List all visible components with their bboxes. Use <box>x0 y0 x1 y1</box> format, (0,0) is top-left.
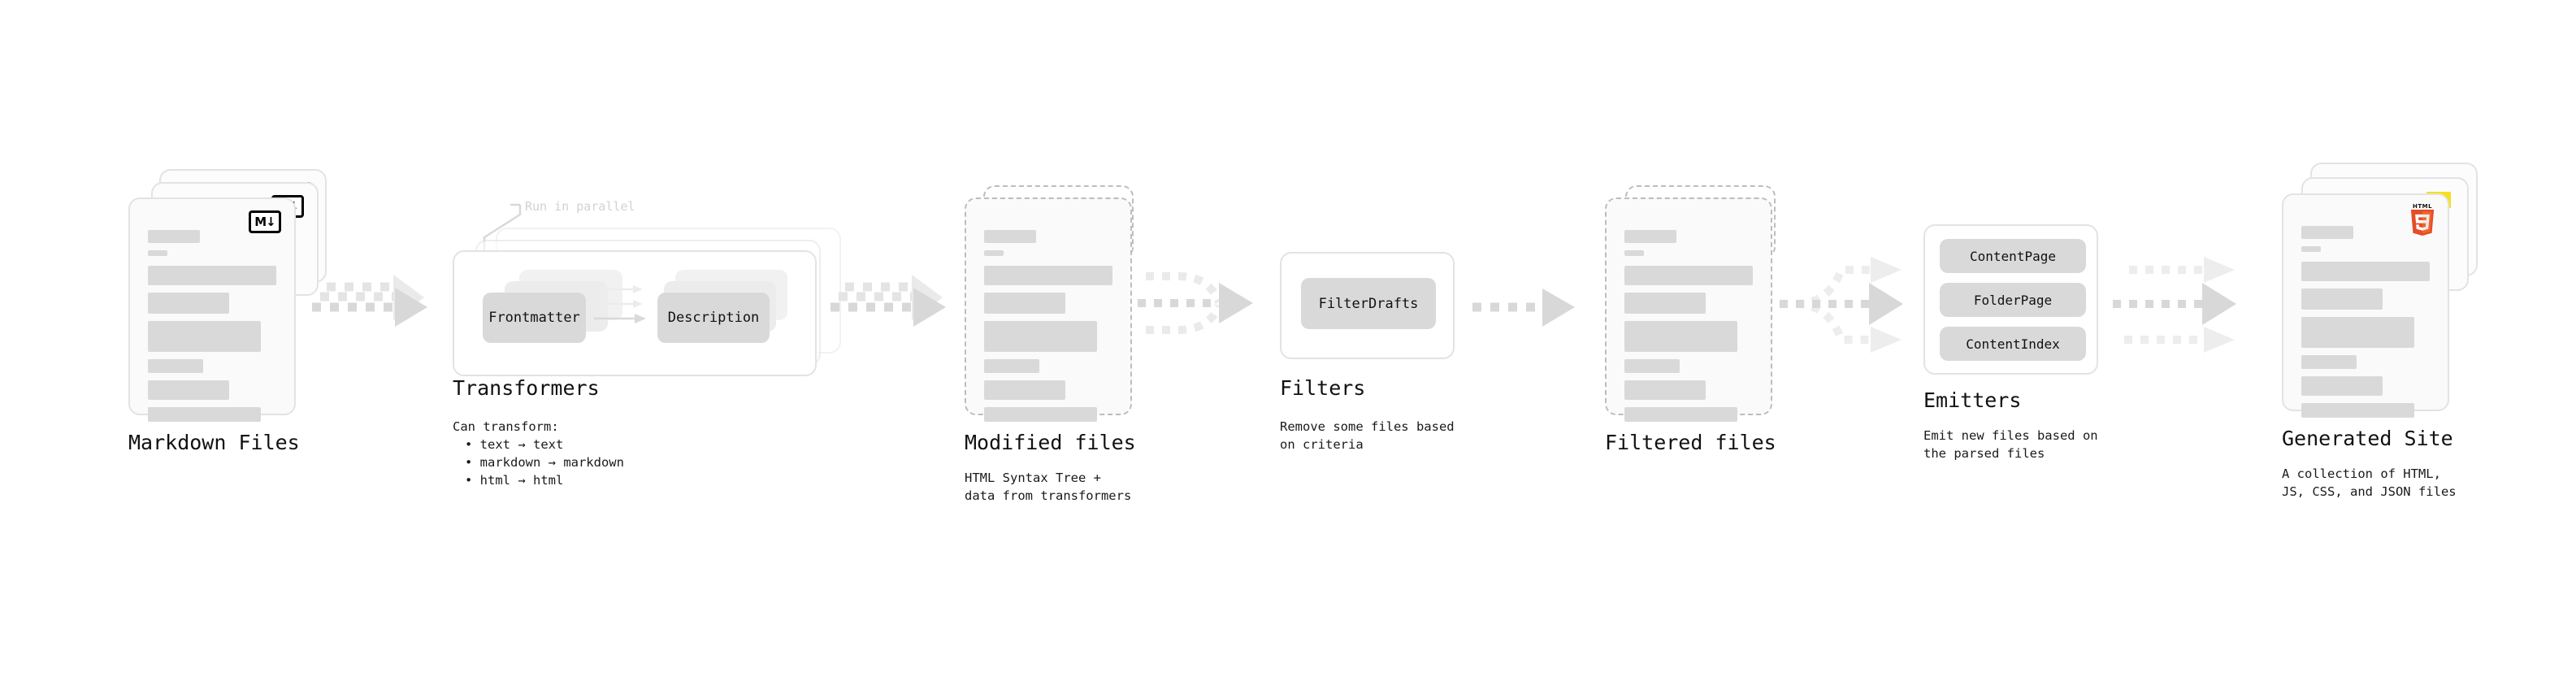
doc-content-placeholder <box>148 230 276 429</box>
transformers-title: Transformers <box>453 376 600 400</box>
bullet-item: • markdown → markdown <box>465 455 624 470</box>
transformer-chip-frontmatter[interactable]: Frontmatter <box>483 293 586 343</box>
doc-content-placeholder <box>984 230 1112 429</box>
emitter-chip-contentindex[interactable]: ContentIndex <box>1940 327 2086 361</box>
emitter-chip-contentpage[interactable]: ContentPage <box>1940 239 2086 273</box>
markdown-files-title: Markdown Files <box>128 431 300 454</box>
html5-badge-icon: HTML <box>2409 203 2436 236</box>
filters-caption: Remove some files based on criteria <box>1280 419 1455 452</box>
filtered-doc-front <box>1605 197 1772 422</box>
markdown-doc-front: M↓ <box>128 197 296 422</box>
modified-files-title: Modified files <box>965 431 1136 454</box>
generated-doc-front-html: HTML <box>2282 193 2449 418</box>
emitters-title: Emitters <box>1923 388 2022 412</box>
arrow-emitters-to-generated <box>2113 257 2236 353</box>
inner-parallel-arrows-icon <box>594 285 646 323</box>
run-in-parallel-label: Run in parallel <box>525 199 635 214</box>
bullet-item: • html → html <box>465 473 564 488</box>
filters-box: FilterDrafts <box>1280 252 1455 359</box>
arrow-transformers-to-modified <box>830 275 946 327</box>
markdown-badge-icon: M↓ <box>249 210 281 233</box>
generated-site-title: Generated Site <box>2282 427 2453 450</box>
bullet-item: • text → text <box>465 437 564 452</box>
emitters-box: ContentPage FolderPage ContentIndex <box>1923 224 2098 375</box>
transformers-bullets: • text → text • markdown → markdown • ht… <box>465 436 624 489</box>
modified-doc-front <box>965 197 1132 422</box>
filtered-files-title: Filtered files <box>1605 431 1776 454</box>
doc-content-placeholder <box>2301 226 2430 425</box>
arrow-filters-to-filtered <box>1472 288 1575 327</box>
doc-content-placeholder <box>1624 230 1753 429</box>
arrow-modified-to-filters <box>1138 272 1253 334</box>
emitter-chip-folderpage[interactable]: FolderPage <box>1940 283 2086 317</box>
filters-title: Filters <box>1280 376 1366 400</box>
transformer-chip-description[interactable]: Description <box>657 293 770 343</box>
emitters-caption: Emit new files based on the parsed files <box>1923 428 2098 461</box>
transformers-caption-lead: Can transform: <box>453 419 559 434</box>
filter-chip-filterdrafts[interactable]: FilterDrafts <box>1301 278 1436 329</box>
arrow-markdown-to-transformers <box>312 275 427 327</box>
generated-site-caption: A collection of HTML, JS, CSS, and JSON … <box>2282 466 2457 499</box>
modified-files-caption: HTML Syntax Tree + data from transformer… <box>965 471 1132 503</box>
arrow-filtered-to-emitters <box>1780 257 1903 353</box>
transformers-box: Frontmatter Description <box>453 250 817 376</box>
